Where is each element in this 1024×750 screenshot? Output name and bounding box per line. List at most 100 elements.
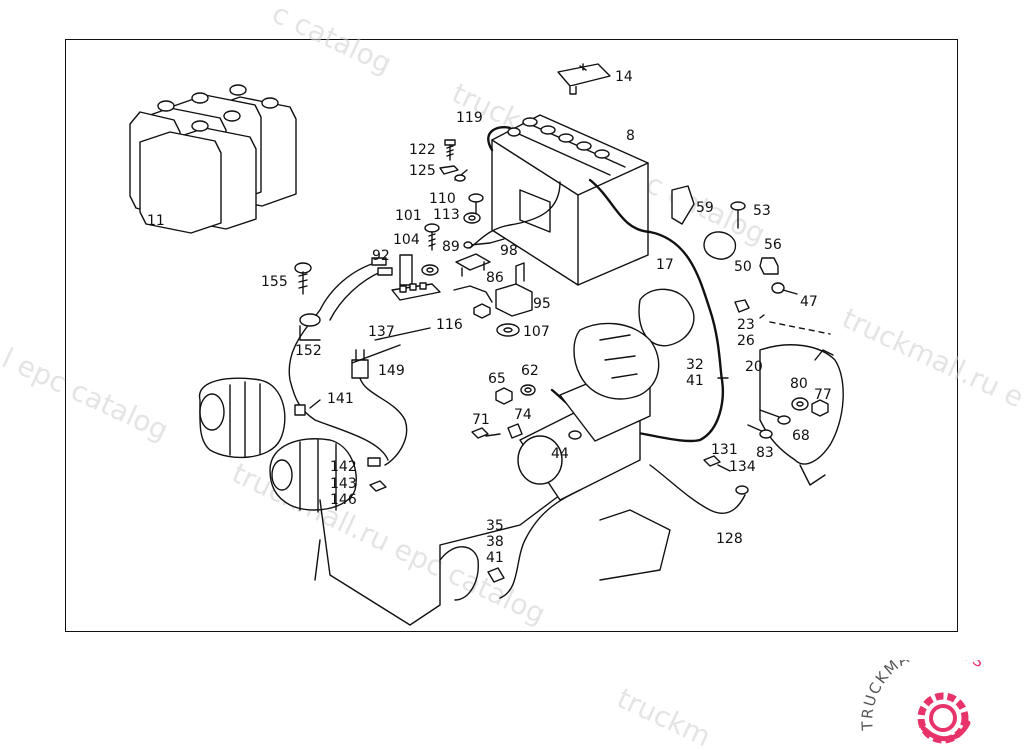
bolt-68-icon	[759, 409, 791, 425]
watermark-left: l epc catalog	[0, 341, 174, 447]
harness-92	[288, 261, 389, 461]
callout-101: 101	[395, 208, 422, 224]
ground-strap	[469, 181, 561, 249]
callout-59: 59	[696, 200, 714, 216]
callout-134: 134	[729, 459, 756, 475]
bolt-71-icon	[471, 427, 501, 439]
engine-block-icon	[269, 438, 671, 626]
screw-101-icon	[424, 223, 440, 251]
grommet-50-icon	[703, 231, 737, 260]
clip-59-icon	[671, 185, 695, 225]
callout-119: 119	[456, 110, 483, 126]
callout-104: 104	[393, 232, 420, 248]
callout-74: 74	[514, 407, 532, 423]
callout-71: 71	[472, 412, 490, 428]
clip-23-icon	[734, 299, 831, 335]
callout-53: 53	[753, 203, 771, 219]
bolt-131-icon	[703, 455, 731, 472]
callout-89: 89	[442, 239, 460, 255]
nut-116-icon	[473, 303, 491, 319]
callout-92: 92	[372, 248, 390, 264]
callout-38: 38	[486, 534, 504, 550]
callout-155: 155	[261, 274, 288, 290]
sensor-149-icon	[351, 349, 369, 379]
bracket-152-icon	[299, 313, 321, 341]
bracket-86-icon	[453, 253, 493, 303]
callout-62: 62	[521, 363, 539, 379]
gear-icon	[917, 692, 971, 744]
callout-143: 143	[330, 476, 357, 492]
callout-68: 68	[792, 428, 810, 444]
callout-41-lower: 41	[486, 550, 504, 566]
callout-20: 20	[745, 359, 763, 375]
callout-65: 65	[488, 371, 506, 387]
watermark-right: truckmall.ru e	[837, 301, 1024, 414]
alternator-icon	[198, 377, 306, 459]
terminal-cover-icon	[557, 63, 611, 95]
callout-113: 113	[433, 207, 460, 223]
bracket-74-icon	[507, 423, 523, 439]
callout-77: 77	[814, 387, 832, 403]
connector-89-98-icon	[463, 238, 505, 249]
callout-80: 80	[790, 376, 808, 392]
callout-141: 141	[327, 391, 354, 407]
callout-56: 56	[764, 237, 782, 253]
callout-128: 128	[716, 531, 743, 547]
nut-107-icon	[496, 323, 520, 337]
connector-142-icon	[367, 457, 387, 492]
watermark-top: c catalog	[267, 0, 397, 80]
callout-labels: 8 11 14 17 20 23 26 32 35 38 41 41 44 47…	[147, 69, 832, 566]
callout-98: 98	[500, 243, 518, 259]
starter-motor-icon	[517, 369, 651, 501]
battery-cells-icon	[129, 84, 297, 234]
truckmall-parts-logo: TRUCKMALLPARTS	[858, 660, 989, 744]
screw-47-icon	[771, 282, 798, 295]
callout-149: 149	[378, 363, 405, 379]
battery-cable-119	[487, 126, 512, 152]
bolt-155-icon	[294, 262, 312, 295]
callout-32: 32	[686, 357, 704, 373]
connector-35-icon	[487, 567, 505, 583]
callout-14: 14	[615, 69, 633, 85]
callout-50: 50	[734, 259, 752, 275]
callout-17: 17	[656, 257, 674, 273]
washer-80-icon	[791, 397, 809, 411]
callout-47: 47	[800, 294, 818, 310]
diagram-frame	[65, 39, 958, 632]
bolt-53-icon	[730, 201, 746, 229]
callout-131: 131	[711, 442, 738, 458]
callout-137: 137	[368, 324, 395, 340]
washer-113-icon	[463, 212, 481, 224]
logo-text-parts: PARTS	[929, 660, 989, 672]
leader-lines	[309, 327, 729, 409]
callout-110: 110	[429, 191, 456, 207]
callout-142: 142	[330, 459, 357, 475]
washer-62-icon	[520, 384, 536, 396]
nut-65-icon	[495, 387, 513, 405]
callout-83: 83	[756, 445, 774, 461]
cap-56-icon	[759, 257, 779, 275]
nut-77-icon	[811, 399, 829, 417]
callout-125: 125	[409, 163, 436, 179]
ground-cable-128	[649, 464, 746, 514]
callout-116: 116	[436, 317, 463, 333]
intake-hose-icon	[573, 288, 695, 400]
battery-icon	[491, 114, 649, 286]
callout-44: 44	[551, 446, 569, 462]
callout-146: 146	[330, 492, 357, 508]
bolt-83-icon	[747, 424, 773, 439]
callout-41-upper: 41	[686, 373, 704, 389]
fuse-box-92-icon	[391, 254, 441, 301]
callout-8: 8	[626, 128, 635, 144]
nut-104-icon	[421, 264, 439, 276]
callout-107: 107	[523, 324, 550, 340]
lug-134-icon	[735, 485, 749, 495]
relay-95-icon	[495, 262, 533, 317]
callout-122: 122	[409, 142, 436, 158]
screw-110-icon	[468, 193, 484, 215]
callout-35: 35	[486, 518, 504, 534]
callout-26: 26	[737, 333, 755, 349]
callout-152: 152	[295, 343, 322, 359]
cable-lug-125-icon	[439, 165, 468, 182]
